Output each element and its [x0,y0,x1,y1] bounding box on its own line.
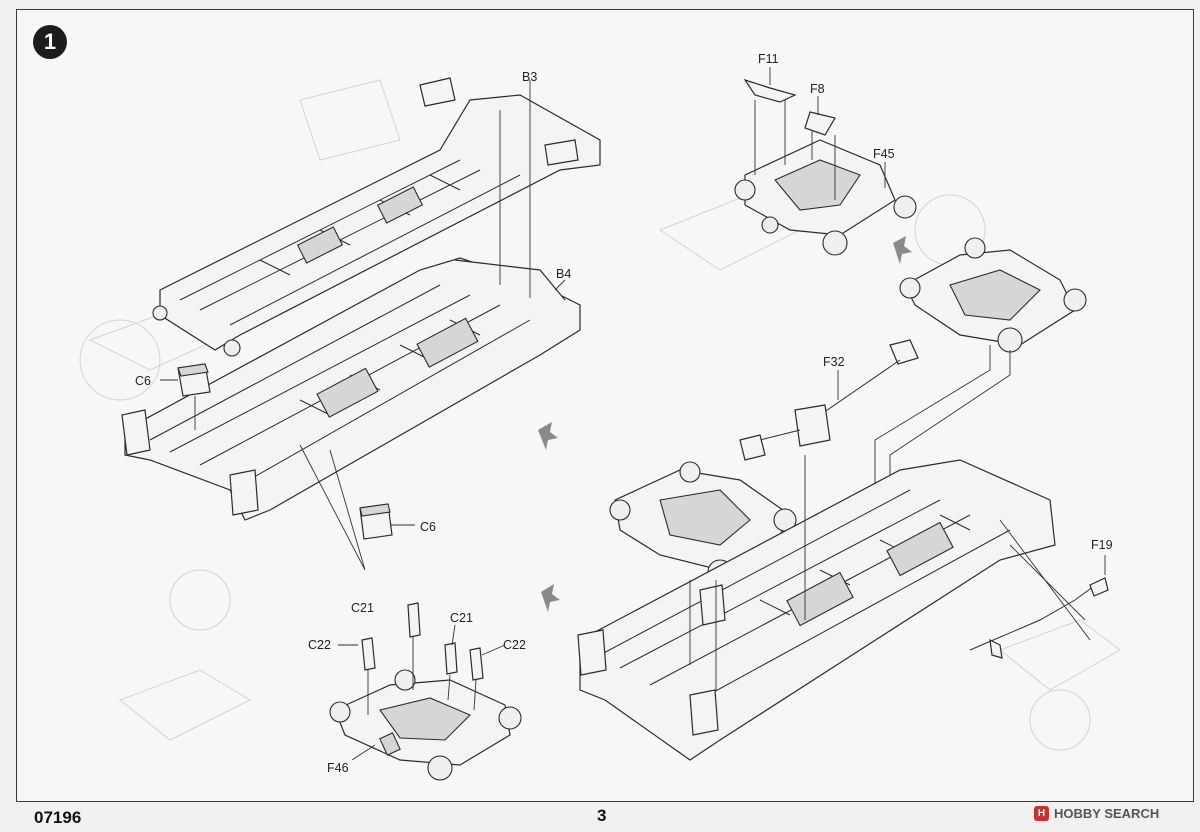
label-f46: F46 [327,761,349,775]
page-number: 3 [597,806,607,825]
bogie-assembly-right [899,237,1087,353]
arrow-icon [541,584,560,612]
part-f19 [969,577,1109,659]
label-b3: B3 [522,70,538,84]
label-c22-left: C22 [308,638,331,652]
label-b4: B4 [556,267,572,281]
hobby-search-logo-icon: H [1034,806,1049,821]
arrow-icon [893,236,912,264]
part-f32-drive-shaft [739,339,919,461]
part-c6-right [359,503,393,540]
arrow-icon [538,422,558,450]
label-f11: F11 [758,52,779,66]
frame-part-b4 [121,257,581,521]
frame-part-b3 [152,77,601,357]
leader-lines-bogie-bottom-left [338,624,506,761]
leader-lines-frame-bottom-right [689,455,1091,690]
bogie-assembly-bottom-left [329,602,522,781]
watermark: H HOBBY SEARCH [1034,806,1159,821]
frame-assembly-bottom-right [577,459,1056,761]
kit-number: 07196 [34,808,82,827]
label-f32: F32 [823,355,845,369]
label-c6-right: C6 [420,520,436,534]
label-f19: F19 [1091,538,1113,552]
assembly-arrows [538,236,912,612]
label-f45: F45 [873,147,895,161]
step-number-badge: 1 [33,25,67,59]
label-c21-left: C21 [351,601,374,615]
leader-lines-bogie-top [754,67,886,200]
label-c6-left: C6 [135,374,151,388]
bogie-assembly-top [734,78,917,256]
label-c21-right: C21 [450,611,473,625]
label-f8: F8 [810,82,825,96]
part-c6-left [177,363,211,397]
step-number: 1 [43,29,57,54]
leader-lines-b3 [160,80,566,571]
label-c22-right: C22 [503,638,526,652]
watermark-text: HOBBY SEARCH [1054,806,1160,821]
